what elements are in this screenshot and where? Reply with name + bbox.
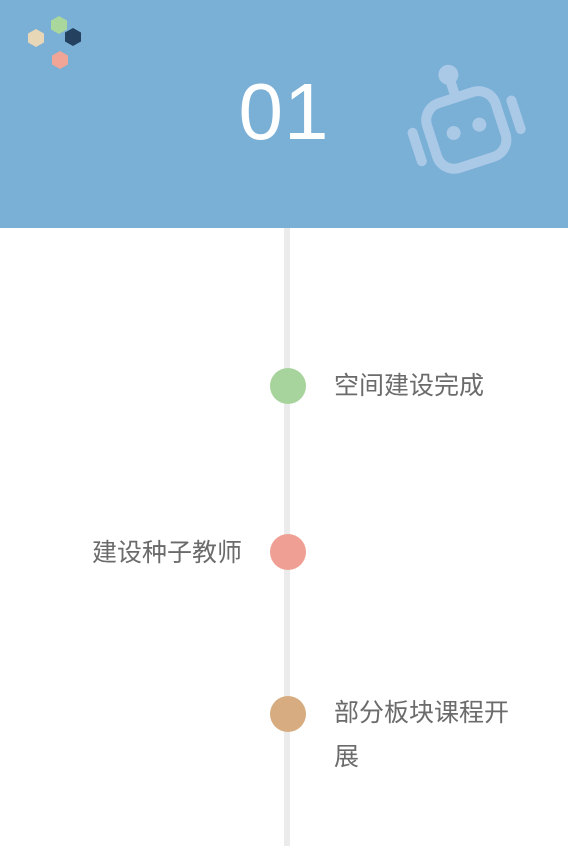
timeline-dot <box>270 696 306 732</box>
section-number: 01 <box>238 67 330 156</box>
timeline-dot <box>270 534 306 570</box>
header-banner: 01 <box>0 0 568 228</box>
hexagon-cluster-icon <box>28 16 81 69</box>
timeline-dot <box>270 368 306 404</box>
timeline-label: 部分板块课程开展 <box>334 698 510 771</box>
robot-icon <box>407 64 526 174</box>
timeline-label: 空间建设完成 <box>334 371 485 400</box>
timeline-label: 建设种子教师 <box>91 538 242 567</box>
